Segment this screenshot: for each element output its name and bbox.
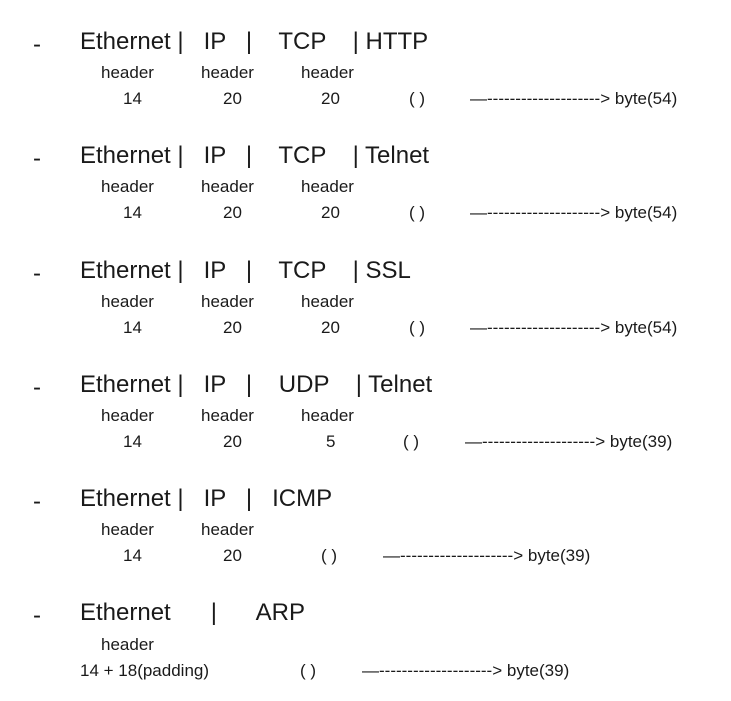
transport-size: 20 [321, 318, 340, 337]
list-bullet: - [33, 374, 41, 401]
protocol-stack-title: Ethernet | ARP [80, 599, 305, 626]
ethernet-header-label: header [101, 635, 154, 654]
ip-header-label: header [201, 63, 254, 82]
payload-parens: ( ) [300, 661, 317, 680]
ethernet-size: 14 [123, 546, 142, 565]
transport-header-label: header [301, 63, 354, 82]
ethernet-size: 14 [123, 318, 142, 337]
byte-total-arrow: —--------------------> byte(54) [470, 89, 678, 108]
ethernet-size: 14 [123, 89, 142, 108]
ethernet-header-label: header [101, 63, 154, 82]
ethernet-size: 14 [123, 203, 142, 222]
transport-size: 20 [321, 203, 340, 222]
transport-header-label: header [301, 292, 354, 311]
list-bullet: - [33, 488, 41, 515]
list-bullet: - [33, 145, 41, 172]
list-bullet: - [33, 260, 41, 287]
transport-size: 5 [326, 432, 336, 451]
payload-parens: ( ) [409, 318, 426, 337]
protocol-stack-title: Ethernet | IP | ICMP [80, 485, 333, 512]
ip-header-label: header [201, 520, 254, 539]
ip-header-label: header [201, 292, 254, 311]
protocol-stack-title: Ethernet | IP | TCP | Telnet [80, 142, 430, 169]
ethernet-header-label: header [101, 520, 154, 539]
byte-total-arrow: —--------------------> byte(39) [383, 546, 591, 565]
ethernet-header-label: header [101, 177, 154, 196]
byte-total-arrow: —--------------------> byte(54) [470, 318, 678, 337]
payload-parens: ( ) [321, 546, 338, 565]
ip-size: 20 [223, 318, 242, 337]
transport-header-label: header [301, 177, 354, 196]
transport-size: 20 [321, 89, 340, 108]
list-bullet: - [33, 31, 41, 58]
payload-parens: ( ) [403, 432, 420, 451]
ip-size: 20 [223, 203, 242, 222]
list-bullet: - [33, 602, 41, 629]
ip-header-label: header [201, 406, 254, 425]
payload-parens: ( ) [409, 89, 426, 108]
ip-size: 20 [223, 432, 242, 451]
protocol-stack-title: Ethernet | IP | TCP | SSL [80, 257, 411, 284]
transport-header-label: header [301, 406, 354, 425]
byte-total-arrow: —--------------------> byte(39) [362, 661, 570, 680]
ethernet-size: 14 [123, 432, 142, 451]
ethernet-size: 14 + 18(padding) [80, 661, 210, 680]
ethernet-header-label: header [101, 292, 154, 311]
ip-header-label: header [201, 177, 254, 196]
byte-total-arrow: —--------------------> byte(39) [465, 432, 673, 451]
ip-size: 20 [223, 89, 242, 108]
protocol-stack-title: Ethernet | IP | UDP | Telnet [80, 371, 433, 398]
ethernet-header-label: header [101, 406, 154, 425]
ip-size: 20 [223, 546, 242, 565]
payload-parens: ( ) [409, 203, 426, 222]
protocol-stack-title: Ethernet | IP | TCP | HTTP [80, 28, 429, 55]
byte-total-arrow: —--------------------> byte(54) [470, 203, 678, 222]
